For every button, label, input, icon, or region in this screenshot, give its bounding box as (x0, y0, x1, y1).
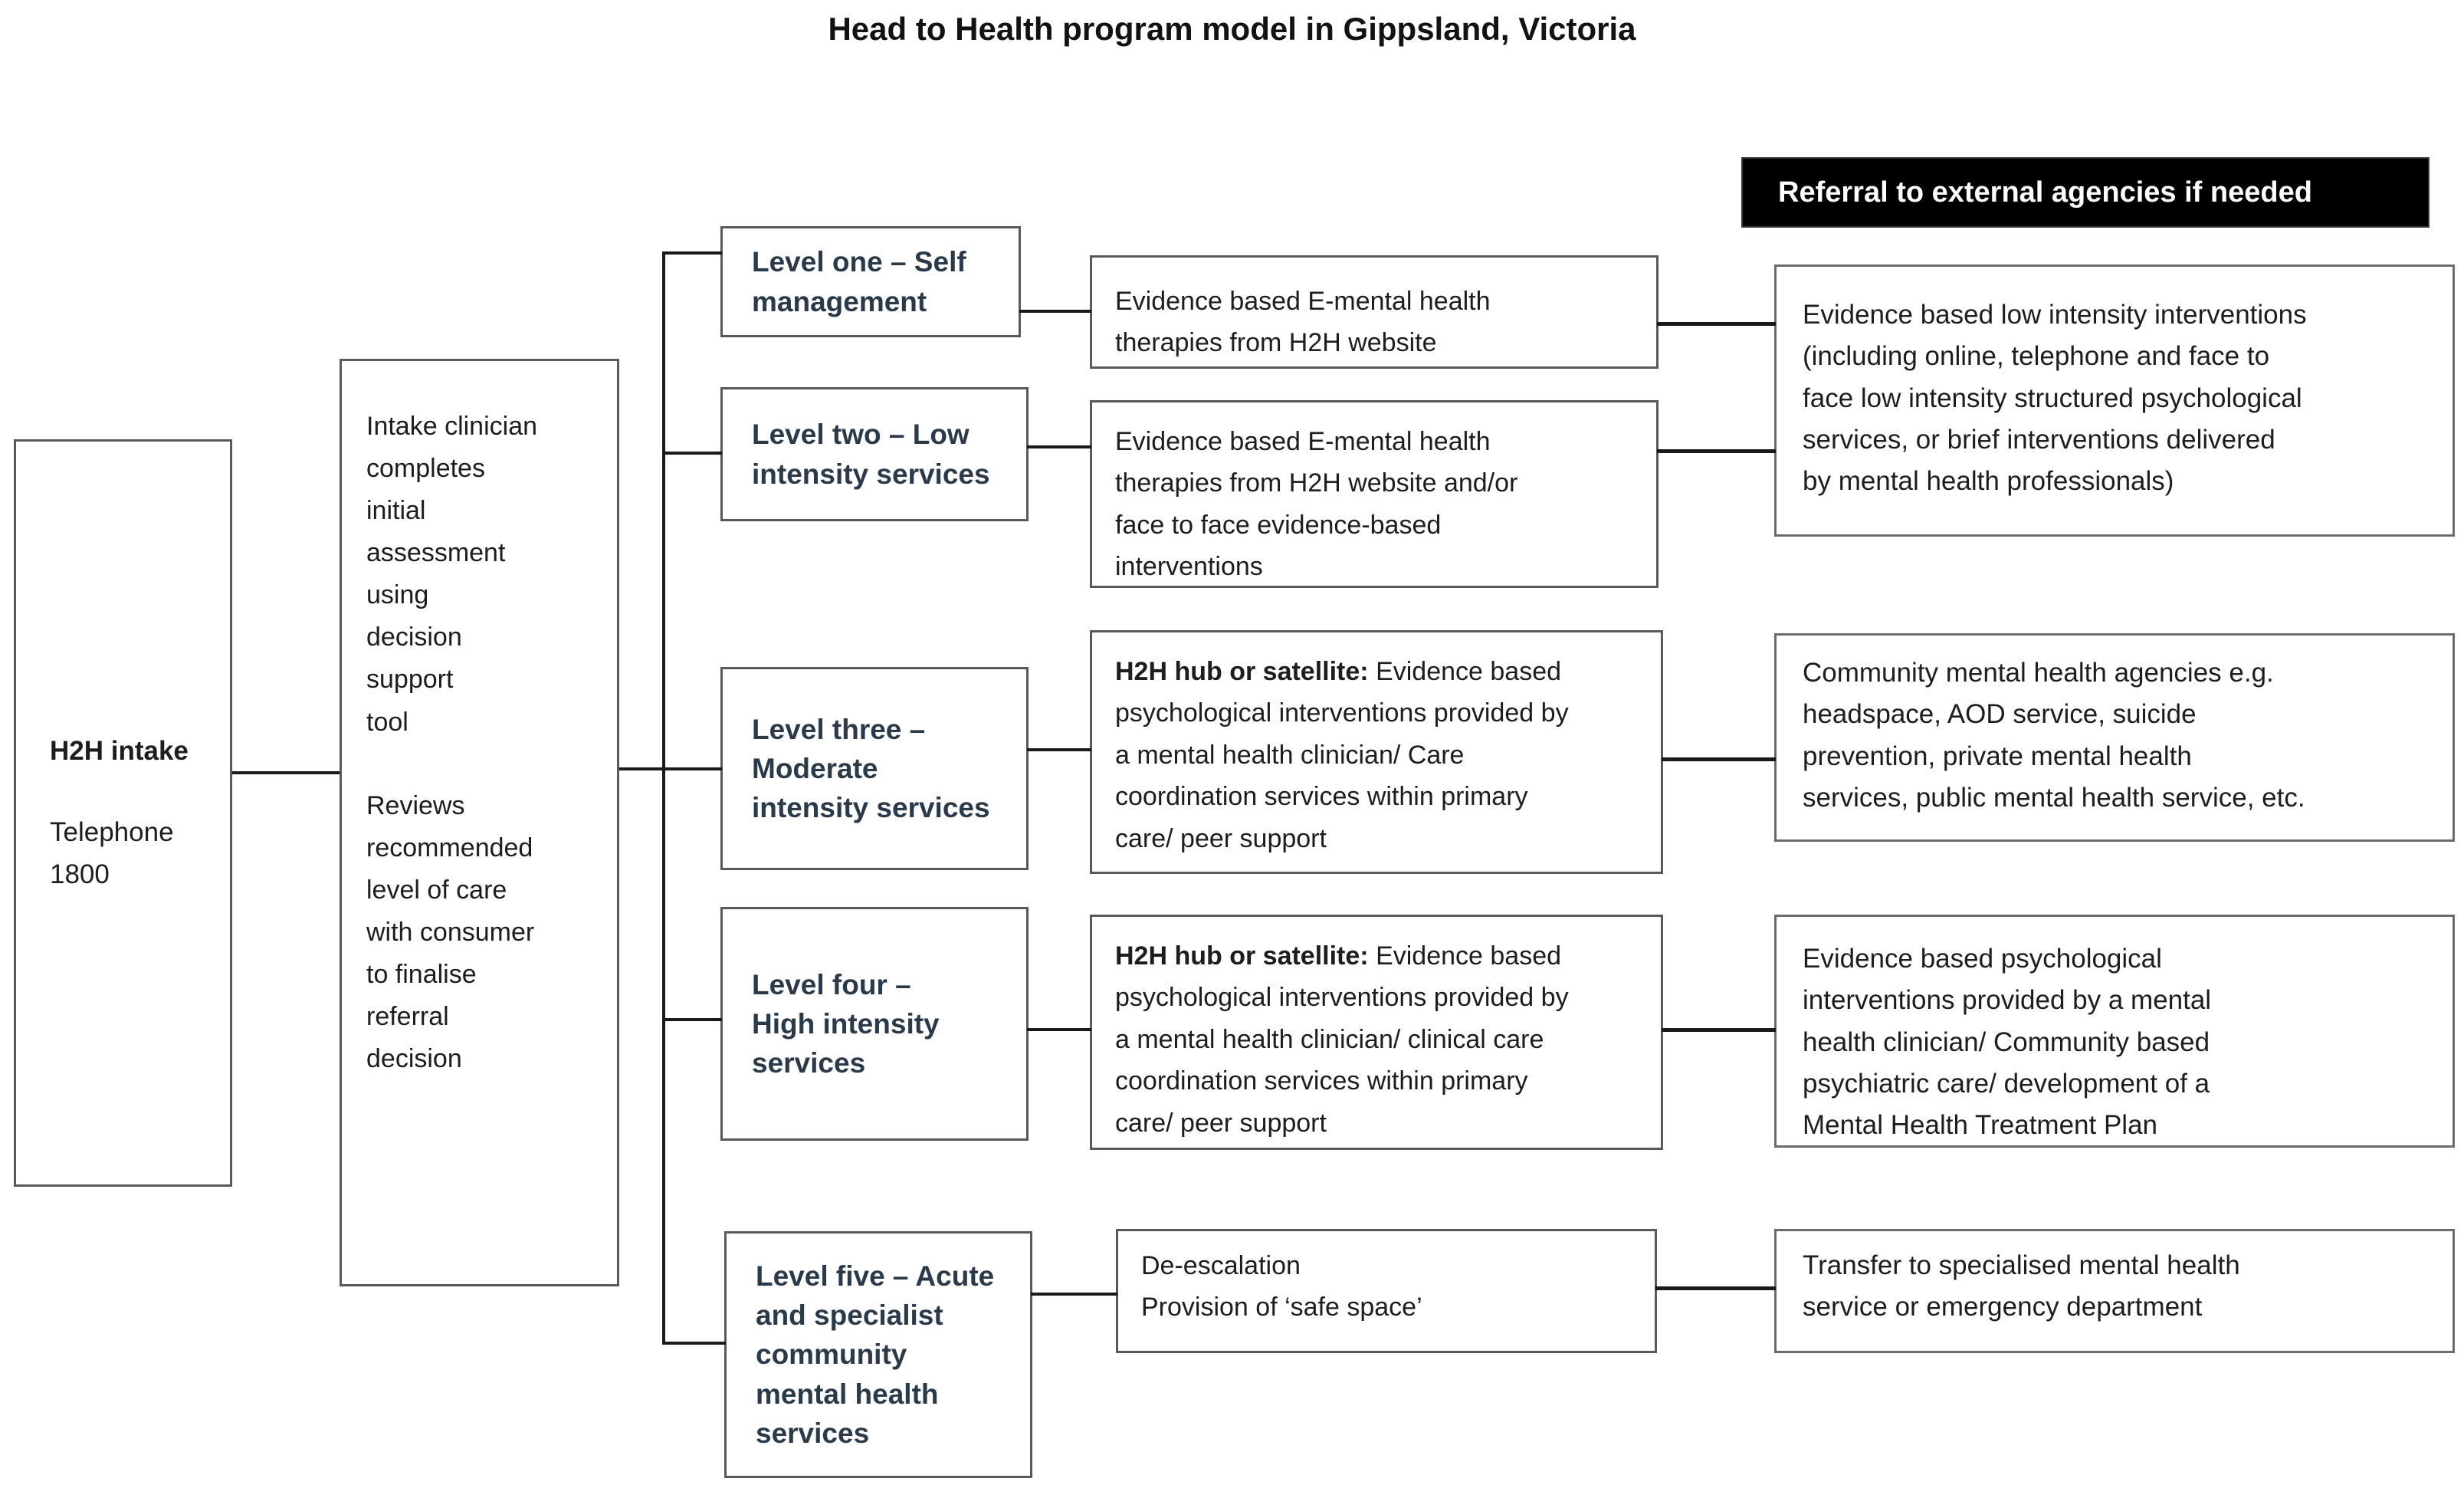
service-box-level-one: Evidence based E-mental health therapies… (1090, 255, 1659, 369)
referral-box-community-agencies: Community mental health agencies e.g. he… (1774, 633, 2455, 842)
intake-clinician-box: Intake clinician completes initial asses… (340, 359, 619, 1286)
connector-level-four-to-service (1027, 1028, 1091, 1031)
intake-clinician-review-text: Reviews recommended level of care with c… (366, 790, 535, 1074)
service-box-level-four: H2H hub or satellite: Evidence based psy… (1090, 915, 1663, 1150)
service-box-level-one-text: Evidence based E-mental health therapies… (1115, 287, 1491, 358)
connector-branch-level-five (664, 1342, 726, 1345)
connector-level-two-to-service (1027, 445, 1091, 448)
h2h-intake-telephone: Telephone 1800 (50, 817, 174, 889)
level-one-label: Level one – Self management (752, 246, 966, 317)
connector-branch-level-two (664, 452, 722, 455)
service-box-level-three-lead: H2H hub or satellite: (1115, 657, 1376, 686)
service-box-level-four-lead: H2H hub or satellite: (1115, 941, 1376, 971)
referral-box-community-agencies-text: Community mental health agencies e.g. he… (1803, 658, 2305, 813)
level-two-box: Level two – Low intensity services (720, 387, 1029, 521)
level-five-label: Level five – Acute and specialist commun… (756, 1260, 995, 1449)
service-box-level-three: H2H hub or satellite: Evidence based psy… (1090, 630, 1663, 874)
service-box-level-five: De-escalation Provision of ‘safe space’ (1116, 1229, 1657, 1353)
connector-clinician-to-trunk (619, 767, 722, 770)
referral-banner-label: Referral to external agencies if needed (1778, 176, 2312, 209)
referral-box-low-intensity-text: Evidence based low intensity interventio… (1803, 300, 2307, 496)
referral-box-transfer-text: Transfer to specialised mental health se… (1803, 1250, 2240, 1322)
connector-service-two-to-referral (1657, 449, 1776, 453)
service-box-level-two: Evidence based E-mental health therapies… (1090, 400, 1659, 588)
intake-clinician-assessment-text: Intake clinician completes initial asses… (366, 412, 538, 737)
service-box-level-five-text: De-escalation Provision of ‘safe space’ (1141, 1251, 1422, 1322)
h2h-intake-heading: H2H intake (50, 736, 189, 767)
connector-intake-to-clinician (232, 771, 340, 774)
h2h-intake-box: H2H intake Telephone 1800 (14, 439, 232, 1187)
service-box-level-four-text: Evidence based psychological interventio… (1115, 941, 1569, 1138)
level-four-label: Level four – High intensity services (752, 968, 940, 1079)
level-two-label: Level two – Low intensity services (752, 419, 990, 490)
level-one-box: Level one – Self management (720, 226, 1021, 337)
connector-branch-level-four (664, 1018, 722, 1021)
connector-service-one-to-referral (1657, 322, 1776, 326)
connector-level-five-to-service (1031, 1293, 1117, 1296)
level-four-box: Level four – High intensity services (720, 907, 1029, 1141)
level-five-box: Level five – Acute and specialist commun… (724, 1231, 1032, 1478)
referral-banner: Referral to external agencies if needed (1741, 157, 2430, 228)
connector-service-five-to-referral (1655, 1286, 1776, 1290)
connector-service-four-to-referral (1662, 1028, 1776, 1032)
connector-level-three-to-service (1027, 748, 1091, 751)
service-box-level-two-text: Evidence based E-mental health therapies… (1115, 427, 1518, 582)
level-three-box: Level three – Moderate intensity service… (720, 667, 1029, 870)
level-three-label: Level three – Moderate intensity service… (752, 713, 990, 824)
page-title: Head to Health program model in Gippslan… (828, 11, 1636, 47)
connector-branch-level-one (664, 251, 722, 255)
service-box-level-three-text: Evidence based psychological interventio… (1115, 657, 1569, 853)
connector-trunk (662, 251, 665, 1345)
referral-box-transfer: Transfer to specialised mental health se… (1774, 1229, 2455, 1353)
referral-box-low-intensity: Evidence based low intensity interventio… (1774, 264, 2455, 537)
referral-box-psychological-interventions-text: Evidence based psychological interventio… (1803, 944, 2212, 1140)
referral-box-psychological-interventions: Evidence based psychological interventio… (1774, 915, 2455, 1148)
connector-service-three-to-referral (1662, 757, 1776, 761)
connector-level-one-to-service (1019, 310, 1091, 313)
